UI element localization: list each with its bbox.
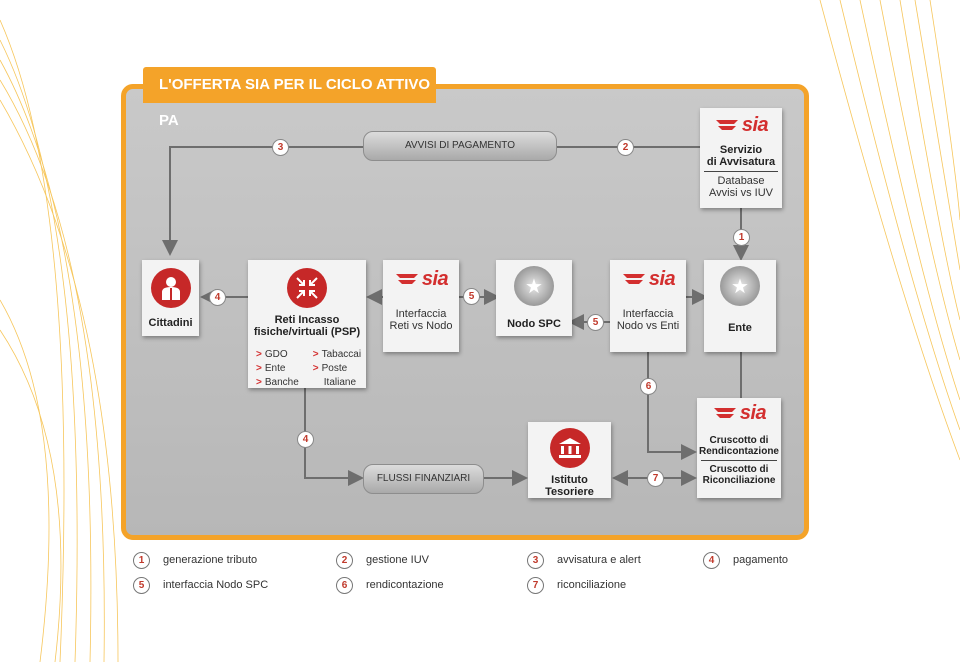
list-item: >Banche bbox=[256, 377, 299, 388]
list-item: >Ente bbox=[256, 363, 286, 374]
cittadini-label: Cittadini bbox=[148, 317, 193, 329]
bank-icon bbox=[549, 428, 590, 468]
step-number: 5 bbox=[587, 314, 604, 331]
emblem-icon: ★ bbox=[720, 266, 760, 306]
cruscotto-card: sia Cruscotto di Rendicontazione Cruscot… bbox=[697, 398, 781, 498]
legend-number: 3 bbox=[527, 552, 544, 569]
list-item: >Tabaccai bbox=[312, 349, 362, 360]
istituto-line2: Tesoriere bbox=[545, 486, 594, 498]
list-item: Italiane bbox=[323, 377, 357, 388]
person-icon bbox=[150, 268, 191, 308]
legend-number: 5 bbox=[133, 577, 150, 594]
interfaccia-nodo-line1: Interfaccia bbox=[622, 308, 674, 320]
psp-list-col2: >Tabaccai >Poste Italiane bbox=[313, 348, 361, 390]
step-number: 4 bbox=[209, 289, 226, 306]
ente-card: ★ Ente bbox=[704, 260, 776, 352]
step-number: 3 bbox=[272, 139, 289, 156]
legend-label: avvisatura e alert bbox=[557, 554, 641, 566]
nodo-spc-label: Nodo SPC bbox=[507, 318, 561, 330]
legend-number: 7 bbox=[527, 577, 544, 594]
interfaccia-reti-line1: Interfaccia bbox=[395, 308, 447, 320]
interfaccia-reti-card: sia Interfaccia Reti vs Nodo bbox=[383, 260, 459, 352]
interfaccia-nodo-card: sia Interfaccia Nodo vs Enti bbox=[610, 260, 686, 352]
legend-number: 1 bbox=[133, 552, 150, 569]
nodo-spc-card: ★ Nodo SPC bbox=[496, 260, 572, 336]
ente-label: Ente bbox=[728, 322, 752, 334]
legend-label: interfaccia Nodo SPC bbox=[163, 579, 269, 591]
legend-number: 2 bbox=[336, 552, 353, 569]
step-number: 7 bbox=[647, 470, 664, 487]
step-number: 6 bbox=[640, 378, 657, 395]
servizio-avvisatura-card: sia Servizio di Avvisatura Database Avvi… bbox=[700, 108, 782, 208]
divider bbox=[704, 171, 778, 172]
flussi-finanziari-pill: FLUSSI FINANZIARI bbox=[363, 464, 484, 494]
arrows-in-icon bbox=[287, 268, 327, 308]
step-number: 2 bbox=[617, 139, 634, 156]
sia-logo-icon: sia bbox=[697, 402, 781, 424]
legend-label: riconciliazione bbox=[557, 579, 627, 591]
sia-logo-icon: sia bbox=[700, 114, 782, 136]
legend-number: 6 bbox=[336, 577, 353, 594]
legend-label: pagamento bbox=[733, 554, 789, 566]
legend-label: rendicontazione bbox=[366, 579, 444, 591]
istituto-line1: Istituto bbox=[551, 474, 588, 486]
sia-logo-text: sia bbox=[739, 401, 767, 424]
sia-logo-text: sia bbox=[741, 113, 769, 136]
cruscotto-line4: Riconciliazione bbox=[702, 475, 776, 486]
sia-logo-icon: sia bbox=[610, 268, 686, 290]
reti-incasso-line2: fisiche/virtuali (PSP) bbox=[253, 326, 361, 338]
legend-label: generazione tributo bbox=[163, 554, 258, 566]
sia-logo-text: sia bbox=[648, 267, 676, 290]
step-number: 4 bbox=[297, 431, 314, 448]
legend-number: 4 bbox=[703, 552, 720, 569]
reti-incasso-line1: Reti Incasso bbox=[274, 314, 340, 326]
sia-logo-icon: sia bbox=[383, 268, 459, 290]
divider bbox=[701, 460, 777, 461]
interfaccia-reti-line2: Reti vs Nodo bbox=[389, 320, 453, 332]
cruscotto-line3: Cruscotto di bbox=[709, 464, 769, 475]
cittadini-card: Cittadini bbox=[142, 260, 199, 336]
interfaccia-nodo-line2: Nodo vs Enti bbox=[616, 320, 680, 332]
reti-incasso-card: Reti Incasso fisiche/virtuali (PSP) >GDO… bbox=[248, 260, 366, 388]
list-item: >GDO bbox=[256, 349, 288, 360]
servizio-title-line2: di Avvisatura bbox=[706, 156, 776, 168]
step-number: 5 bbox=[463, 288, 480, 305]
servizio-sub-line1: Database bbox=[717, 175, 765, 187]
emblem-icon: ★ bbox=[514, 266, 554, 306]
psp-list: >GDO >Ente >Banche >Tabaccai >Poste Ital… bbox=[256, 348, 366, 390]
cruscotto-line2: Rendicontazione bbox=[698, 446, 779, 457]
avvisi-di-pagamento-pill: AVVISI DI PAGAMENTO bbox=[363, 131, 557, 161]
sia-logo-text: sia bbox=[421, 267, 449, 290]
list-item: >Poste bbox=[312, 363, 348, 374]
psp-list-col1: >GDO >Ente >Banche bbox=[256, 348, 299, 390]
servizio-title-line1: Servizio bbox=[719, 144, 763, 156]
page-title: L'OFFERTA SIA PER IL CICLO ATTIVO PA bbox=[143, 67, 436, 129]
istituto-tesoriere-card: Istituto Tesoriere bbox=[528, 422, 611, 498]
cruscotto-line1: Cruscotto di bbox=[709, 435, 769, 446]
servizio-sub-line2: Avvisi vs IUV bbox=[709, 187, 773, 199]
step-number: 1 bbox=[733, 229, 750, 246]
legend-label: gestione IUV bbox=[366, 554, 429, 566]
